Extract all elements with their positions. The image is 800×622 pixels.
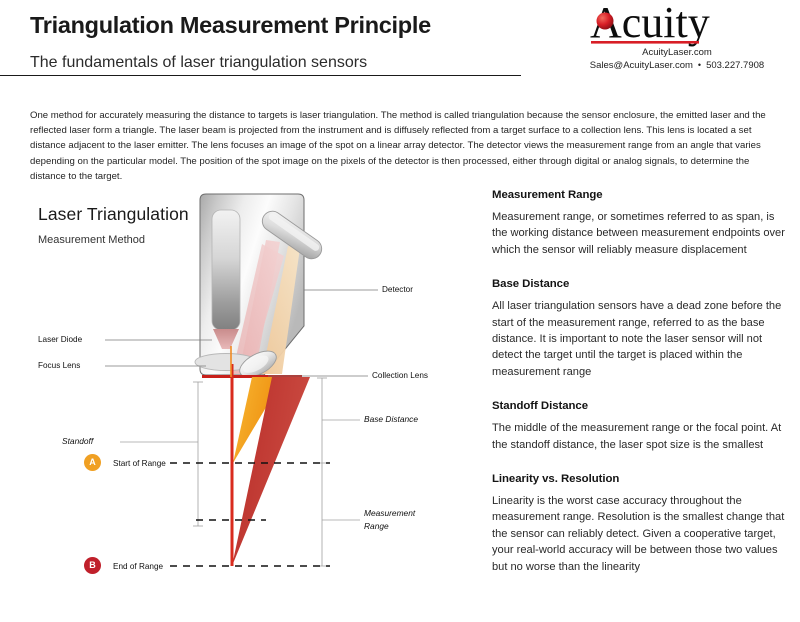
brand-logo[interactable]: Acuity AcuityLaser.com Sales@AcuityLaser… — [572, 2, 782, 72]
page-title: Triangulation Measurement Principle — [30, 12, 431, 38]
badge-end-of-range: B — [84, 557, 101, 574]
diagram-graphic — [105, 193, 378, 567]
document-header: Triangulation Measurement Principle The … — [0, 0, 800, 92]
diagram-subtitle: Measurement Method — [38, 234, 145, 246]
section-heading: Base Distance — [492, 278, 570, 291]
logo-website[interactable]: AcuityLaser.com — [642, 47, 712, 58]
section-body: Linearity is the worst case accuracy thr… — [492, 495, 785, 573]
section-base-distance: Base Distance All laser triangulation se… — [492, 277, 792, 380]
diagram-title: Laser Triangulation — [38, 204, 189, 224]
logo-contact: Sales@AcuityLaser.com • 503.227.7908 — [572, 59, 782, 72]
label-start-of-range: Start of Range — [113, 459, 166, 468]
badge-start-of-range: A — [84, 454, 101, 471]
section-body: The middle of the measurement range or t… — [492, 422, 782, 451]
laser-diode-body — [211, 209, 241, 331]
label-laser-diode: Laser Diode — [38, 335, 83, 344]
logo-separator: • — [697, 60, 702, 70]
label-collection-lens: Collection Lens — [372, 371, 428, 380]
measurement-range-beam — [232, 377, 310, 566]
definitions-column: Measurement Range Measurement range, or … — [492, 188, 792, 594]
detector-shape — [261, 210, 323, 260]
section-linearity-vs-resolution: Linearity vs. Resolution Linearity is th… — [492, 472, 792, 575]
label-detector: Detector — [382, 285, 413, 294]
header-divider — [0, 75, 521, 76]
enclosure-base-edge — [202, 375, 302, 378]
section-measurement-range: Measurement Range Measurement range, or … — [492, 188, 792, 258]
acuity-wordmark-icon: Acuity — [572, 2, 782, 47]
label-standoff: Standoff — [62, 436, 94, 446]
section-body: All laser triangulation sensors have a d… — [492, 300, 782, 378]
collection-to-detector-cone — [239, 240, 280, 372]
title-block: Triangulation Measurement Principle The … — [30, 10, 520, 74]
label-measurement-range-line2: Range — [364, 521, 389, 531]
section-body: Measurement range, or sometimes referred… — [492, 211, 785, 256]
section-standoff-distance: Standoff Distance The middle of the meas… — [492, 399, 792, 453]
collection-lens-shape — [239, 350, 277, 378]
label-focus-lens: Focus Lens — [38, 361, 81, 370]
intro-paragraph: One method for accurately measuring the … — [30, 109, 766, 183]
label-measurement-range-line1: Measurement — [364, 508, 416, 518]
page-subtitle: The fundamentals of laser triangulation … — [30, 54, 368, 71]
label-end-of-range: End of Range — [113, 562, 164, 571]
logo-email[interactable]: Sales@AcuityLaser.com — [589, 60, 693, 71]
section-heading: Linearity vs. Resolution — [492, 473, 620, 486]
section-heading: Standoff Distance — [492, 400, 588, 413]
section-heading: Measurement Range — [492, 189, 603, 201]
laser-diode-tip — [213, 329, 239, 349]
triangulation-diagram: Laser Triangulation Measurement Method — [0, 186, 480, 622]
detector-imaging-cone — [262, 246, 300, 374]
label-base-distance: Base Distance — [364, 414, 418, 424]
logo-phone[interactable]: 503.227.7908 — [706, 60, 765, 71]
